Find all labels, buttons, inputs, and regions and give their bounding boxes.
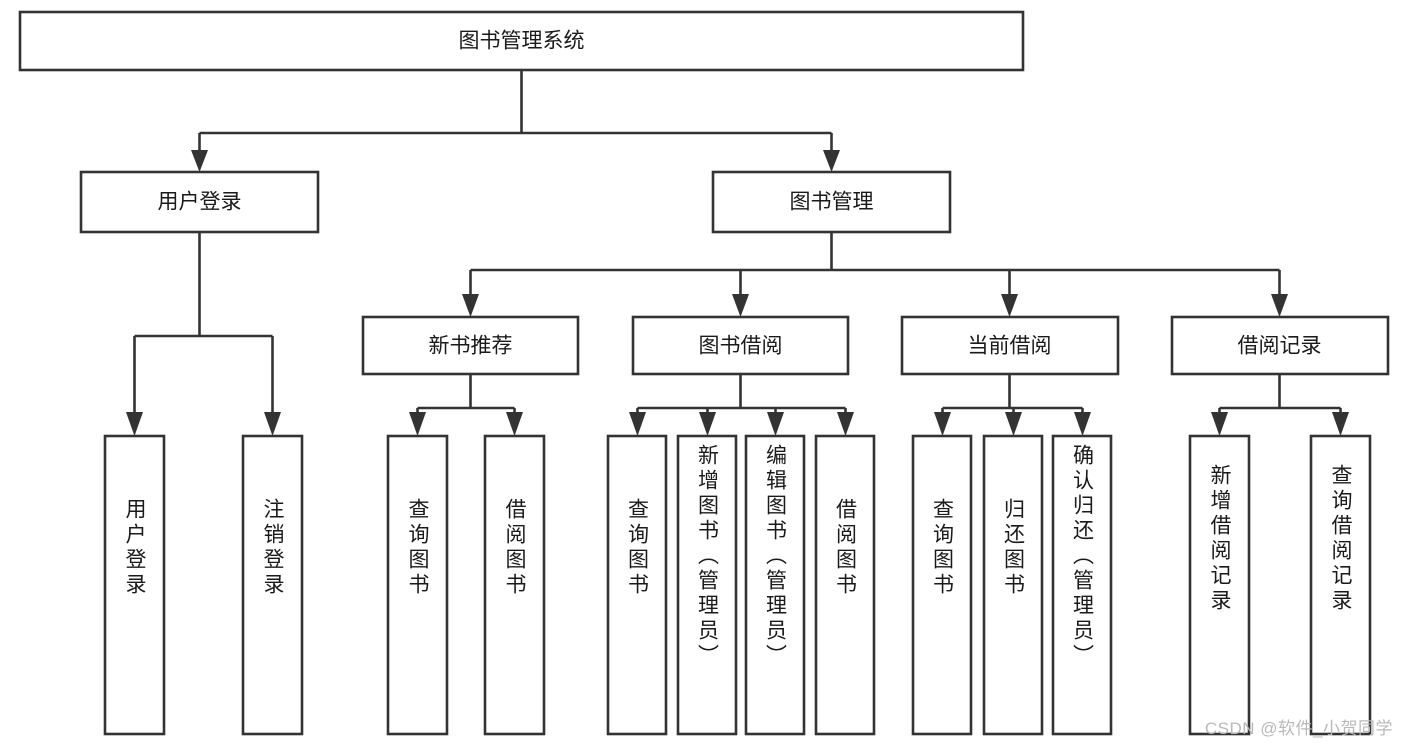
arrow-head-leaf-borrow-book-1	[506, 412, 523, 436]
node-leaf-edit-book-box[interactable]	[744, 434, 806, 736]
node-root-box[interactable]	[18, 10, 1025, 72]
arrow-head-book-borrow	[732, 294, 749, 317]
arrow-head-leaf-borrow-book-2	[837, 412, 854, 436]
node-book-borrow-box[interactable]	[631, 315, 850, 376]
arrow-head-leaf-query-book-2	[629, 412, 646, 436]
arrow-head-leaf-add-book	[699, 412, 716, 436]
node-leaf-add-book-box[interactable]	[676, 434, 738, 736]
arrow-head-leaf-query-book-1	[409, 412, 426, 436]
node-leaf-query-book-2-box[interactable]	[606, 434, 668, 736]
node-leaf-query-book-3-box[interactable]	[911, 434, 973, 736]
node-current-borrow-label: 当前借阅	[968, 335, 1052, 358]
arrow-head-leaf-logout	[264, 412, 281, 436]
node-leaf-confirm-return-box[interactable]	[1051, 434, 1113, 736]
node-leaf-query-record-box[interactable]	[1309, 434, 1372, 736]
node-leaf-return-book-box[interactable]	[982, 434, 1044, 736]
node-layer: 图书管理系统 用户登录 图书管理 新书推荐 图书借阅 当前借阅 借阅记录	[18, 10, 1390, 736]
node-current-borrow-box[interactable]	[900, 315, 1120, 376]
node-borrow-record-label: 借阅记录	[1238, 335, 1322, 358]
node-book-manage-label: 图书管理	[790, 191, 874, 214]
node-leaf-user-login-box[interactable]	[103, 434, 166, 736]
connector-layer	[126, 70, 1349, 436]
node-book-borrow-label: 图书借阅	[699, 335, 783, 358]
node-new-book-recommend-box[interactable]	[361, 315, 580, 376]
arrow-head-user-login	[191, 150, 208, 172]
arrow-head-book-manage	[823, 150, 840, 172]
node-leaf-logout-box[interactable]	[241, 434, 304, 736]
node-root-label: 图书管理系统	[459, 30, 585, 53]
node-leaf-borrow-book-1-box[interactable]	[483, 434, 546, 736]
node-leaf-query-book-1-box[interactable]	[386, 434, 449, 736]
node-new-book-recommend-label: 新书推荐	[429, 335, 513, 358]
node-leaf-borrow-book-2-box[interactable]	[814, 434, 876, 736]
arrow-head-leaf-return-book	[1005, 412, 1022, 436]
node-leaf-add-record-box[interactable]	[1188, 434, 1251, 736]
node-user-login-label: 用户登录	[158, 191, 242, 214]
node-borrow-record-box[interactable]	[1170, 315, 1390, 376]
arrow-head-new-book-recommend	[462, 294, 479, 317]
node-book-manage-box[interactable]	[711, 170, 952, 234]
arrow-head-leaf-edit-book	[767, 412, 784, 436]
arrow-head-leaf-query-record	[1332, 412, 1349, 436]
arrow-head-current-borrow	[1001, 294, 1018, 317]
arrow-head-leaf-query-book-3	[934, 412, 951, 436]
arrow-head-borrow-record	[1271, 294, 1288, 317]
arrow-head-leaf-user-login	[126, 412, 143, 436]
arrow-head-leaf-confirm-return	[1074, 412, 1091, 436]
node-user-login-box[interactable]	[79, 170, 320, 234]
arrow-head-leaf-add-record	[1211, 412, 1228, 436]
